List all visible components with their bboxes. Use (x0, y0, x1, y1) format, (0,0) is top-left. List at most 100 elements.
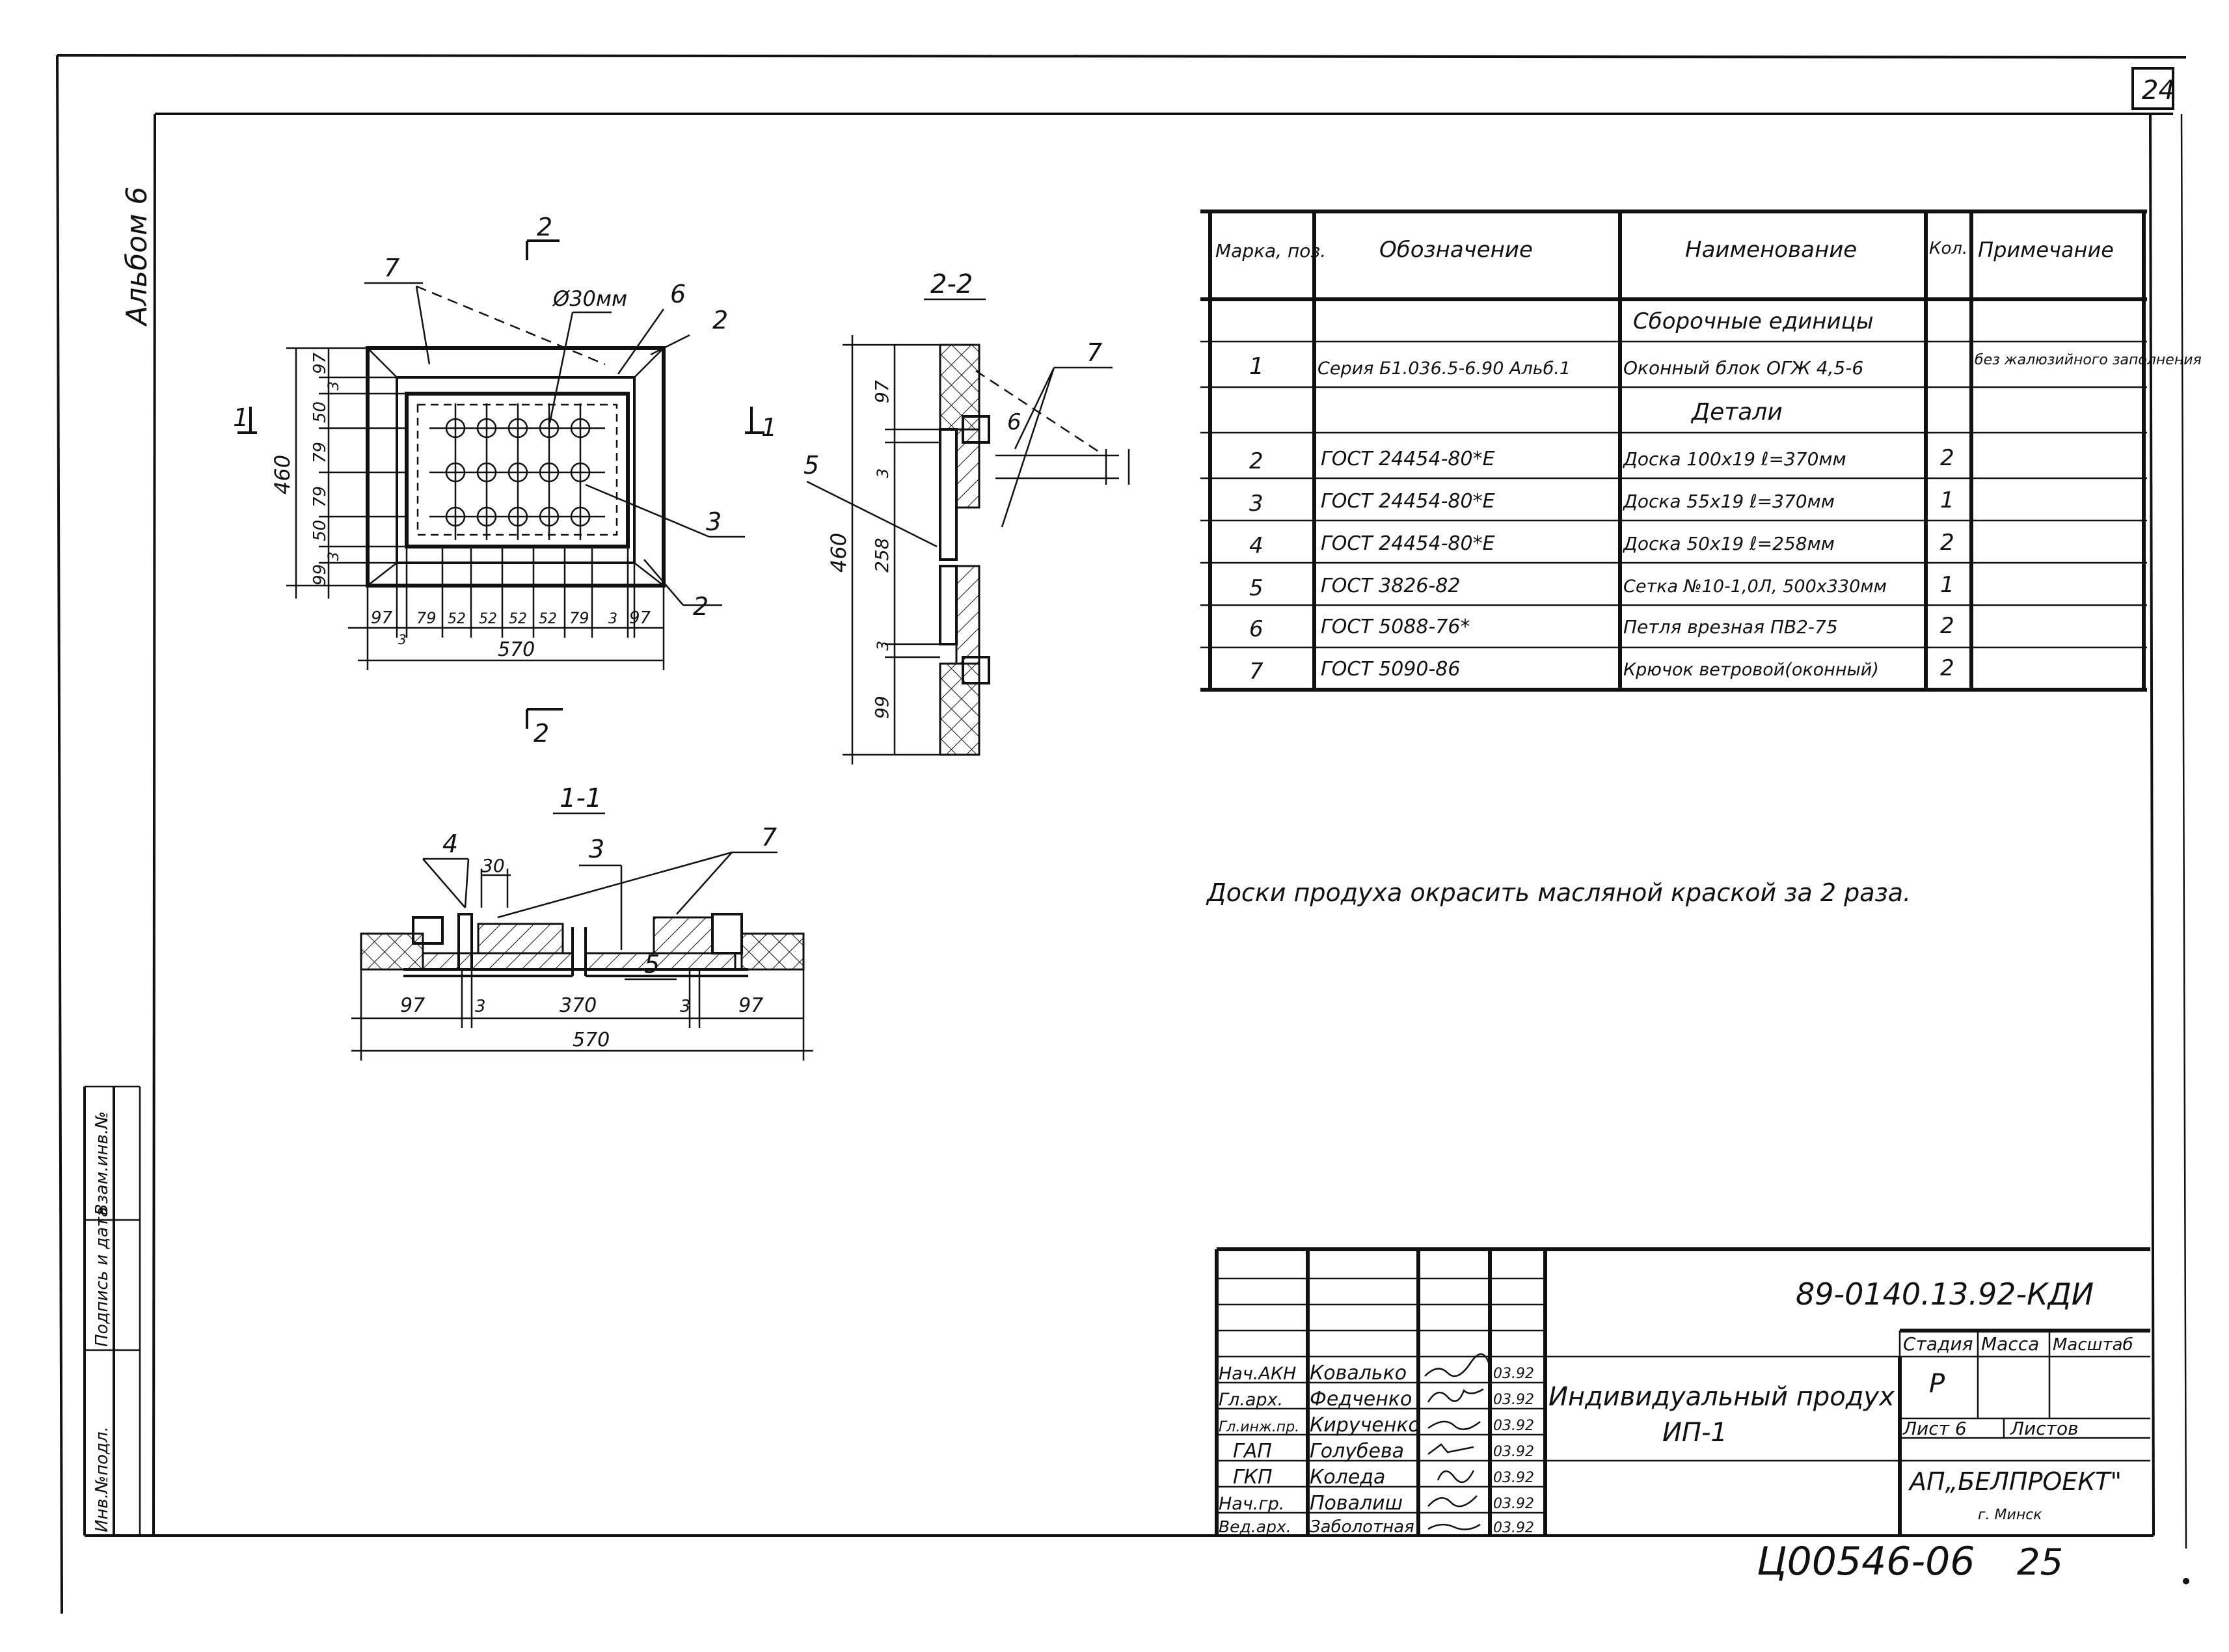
spec-row2-qty: 2 (1940, 445, 1954, 471)
archive-page: 25 (2017, 1541, 2063, 1584)
plan-v-dim-97: 97 (310, 352, 330, 374)
section-1-1-h-dim-370: 370 (560, 994, 597, 1017)
plan-h-dim-52b: 52 (479, 611, 497, 627)
section-1-1-pos-7: 7 (761, 823, 777, 852)
side-stamp-field-2: Взам.инв.№ (92, 1111, 112, 1215)
staff-date-0: 03.92 (1493, 1366, 1534, 1382)
section-1-1-h-dim-97b: 97 (738, 994, 763, 1017)
org-line-2: г. Минск (1978, 1507, 2042, 1523)
staff-role-5: Нач.гр. (1219, 1494, 1284, 1514)
section-mark-1-right: 1 (761, 413, 777, 442)
title-block: 89-0140.13.92-КДИ Индивидуальный продух … (1215, 1247, 2150, 1537)
plan-v-dim-50b: 50 (310, 520, 330, 541)
plan-h-dim-52d: 52 (539, 611, 557, 627)
section-1-1-pos-4: 4 (442, 830, 458, 858)
spec-group-assembly: Сборочные единицы (1633, 308, 1874, 334)
staff-name-1: Федченко (1310, 1388, 1412, 1411)
section-mark-2-bottom: 2 (534, 719, 549, 748)
signatures (1424, 1353, 1491, 1530)
staff-date-1: 03.92 (1493, 1392, 1534, 1408)
section-1-1-title: 1-1 (560, 783, 602, 813)
sheets-label: Листов (2010, 1418, 2079, 1439)
staff-name-6: Заболотная (1310, 1517, 1414, 1537)
title-line-2: ИП-1 (1662, 1418, 1727, 1448)
spec-group-parts: Детали (1690, 399, 1783, 426)
staff-date-3: 03.92 (1493, 1444, 1534, 1460)
section-2-2-title: 2-2 (930, 269, 973, 299)
hole-grid (429, 403, 605, 540)
staff-date-4: 03.92 (1493, 1470, 1534, 1486)
staff-name-3: Голубева (1310, 1440, 1404, 1463)
section-2-2-v-dim-3a: 3 (874, 468, 892, 478)
spec-row6-designation: ГОСТ 5088-76* (1321, 616, 1470, 638)
spec-row2-pos: 2 (1249, 448, 1263, 474)
section-2-2-pos-6: 6 (1007, 409, 1021, 435)
spec-row1-designation: Серия Б1.036.5-6.90 Альб.1 (1317, 359, 1571, 379)
plan-width-total: 570 (498, 638, 535, 661)
plan-v-dim-50a: 50 (310, 401, 330, 423)
spec-row1-pos: 1 (1249, 353, 1264, 380)
plan-h-dim-52a: 52 (448, 611, 466, 627)
spec-header-note: Примечание (1978, 237, 2114, 262)
plan-h-small-3: 3 (398, 632, 407, 647)
plan-h-dim-3: 3 (608, 611, 617, 627)
spec-row4-pos: 4 (1249, 533, 1263, 559)
staff-name-0: Ковалько (1310, 1362, 1407, 1385)
plan-v-dim-79a: 79 (310, 442, 330, 463)
spec-row7-pos: 7 (1249, 658, 1263, 684)
spec-row6-name: Петля врезная ПВ2-75 (1623, 616, 1838, 638)
painting-note: Доски продуха окрасить масляной краской … (1206, 878, 1911, 907)
plan-h-dim-79a: 79 (416, 609, 437, 627)
staff-name-5: Повалиш (1310, 1492, 1403, 1515)
section-1-1: 1-1 4 30 3 7 5 (351, 783, 813, 1061)
staff-role-6: Вед.арх. (1219, 1517, 1291, 1536)
plan-height-total: 460 (270, 455, 295, 494)
plan-v-dim-79b: 79 (310, 486, 330, 508)
spec-row4-name: Доска 50х19 ℓ=258мм (1622, 533, 1835, 554)
spec-row3-pos: 3 (1249, 491, 1263, 517)
stage-label: Стадия (1903, 1333, 1973, 1355)
sheet-number: 24 (2142, 75, 2175, 105)
stage-value: Р (1929, 1369, 1945, 1399)
staff-role-4: ГКП (1233, 1466, 1273, 1489)
spec-table: Марка, поз. Обозначение Наименование Кол… (1200, 210, 2202, 692)
staff-name-4: Коледа (1310, 1466, 1385, 1489)
sheet-label: Лист 6 (1902, 1418, 1967, 1439)
spec-header-designation: Обозначение (1379, 237, 1533, 263)
staff-role-2: Гл.инж.пр. (1219, 1419, 1299, 1435)
scale-label: Масштаб (2053, 1335, 2133, 1355)
section-2-2-height-total: 460 (826, 533, 851, 573)
staff-date-5: 03.92 (1493, 1496, 1534, 1512)
plan-pos-3: 3 (706, 508, 722, 536)
plan-v-dim-3a: 3 (326, 381, 342, 390)
section-1-1-pos-3: 3 (589, 835, 604, 863)
plan-h-dim-97a: 97 (371, 608, 393, 628)
section-mark-1-left: 1 (233, 403, 249, 432)
spec-row1-note: без жалюзийного заполнения (1975, 352, 2202, 368)
spec-row5-pos: 5 (1249, 575, 1263, 601)
section-mark-2-top: 2 (537, 213, 552, 241)
spec-row5-designation: ГОСТ 3826-82 (1321, 575, 1460, 597)
album-label: Альбом 6 (120, 187, 154, 327)
staff-role-0: Нач.АКН (1219, 1364, 1296, 1384)
spec-row4-qty: 2 (1940, 530, 1954, 556)
title-line-1: Индивидуальный продух (1548, 1382, 1895, 1412)
plan-v-dim-99: 99 (310, 564, 330, 586)
section-2-2-pos-5: 5 (804, 451, 819, 480)
spec-header-qty: Кол. (1929, 239, 1967, 258)
side-stamp-field-1: Подпись и дата (92, 1207, 112, 1347)
outer-border (56, 54, 2189, 1614)
section-2-2-pos-7: 7 (1087, 338, 1102, 367)
section-2-2: 2-2 7 6 5 97 3 258 3 99 460 (804, 269, 1130, 765)
spec-row2-designation: ГОСТ 24454-80*Е (1321, 448, 1495, 470)
staff-role-1: Гл.арх. (1219, 1390, 1283, 1410)
spec-row3-name: Доска 55х19 ℓ=370мм (1622, 491, 1835, 512)
plan-pos-2a: 2 (712, 306, 728, 334)
section-2-2-v-dim-258: 258 (871, 538, 893, 573)
section-2-2-v-dim-97: 97 (871, 380, 893, 403)
plan-pos-6: 6 (670, 280, 686, 308)
plan-view: 7 Ø30мм 6 2 3 2 2 2 1 1 (233, 213, 777, 748)
staff-role-3: ГАП (1233, 1440, 1272, 1463)
spec-row2-name: Доска 100х19 ℓ=370мм (1622, 448, 1846, 470)
